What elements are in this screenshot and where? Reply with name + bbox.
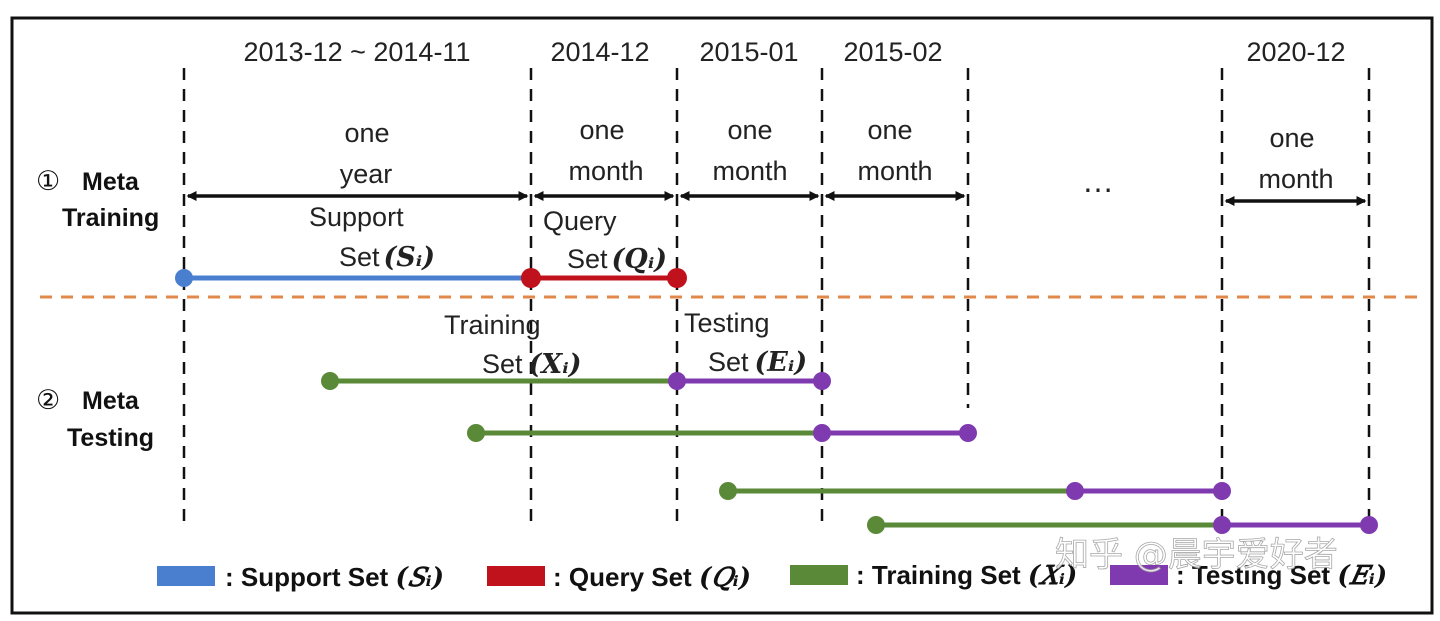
set-annotation-line1: Query [543,206,617,236]
set-annotation-line1: Training [444,310,541,340]
training-set-start-dot [867,516,885,534]
set-annotation-line1: Testing [684,308,770,338]
training-set-start-dot [719,482,737,500]
period-span-labels: one year one month one month one month o… [340,115,1334,194]
legend-label-testing: : Testing Set (𝐸ᵢ) [1176,560,1387,591]
set-annotation-text: Set [482,349,523,379]
span-arrows [186,191,1367,206]
set-annotation-symbol: (𝑺ᵢ) [384,242,436,273]
phase-label-line2: Testing [67,424,154,452]
period-date-labels: 2013-12 ~ 2014-11 2014-12 2015-01 2015-0… [244,37,1346,67]
set-annotation-text: Set [708,347,749,377]
set-annotation-line2: Set(𝑬ᵢ) [708,347,807,378]
legend-label-query: : Query Set (𝑄ᵢ) [553,562,751,593]
set-annotation-line2: Set(𝑸ᵢ) [567,244,667,275]
phase-marker: ① [36,166,60,197]
testing-set-start-dot [668,372,686,390]
set-annotation-symbol: (𝑿ᵢ) [529,349,582,380]
span-label-line2: month [712,156,787,186]
span-label-line1: one [344,118,389,148]
timeline-ellipsis: … [1082,163,1114,199]
period-date-label: 2015-01 [699,37,798,67]
training-set-start-dot [467,424,485,442]
span-label-line1: one [579,115,624,145]
testing-set-end-dot [813,372,831,390]
phase-label-line1: Meta [82,387,140,415]
legend-swatch-query [487,566,545,586]
span-label-line2: month [857,156,932,186]
span-label-line2: month [568,156,643,186]
support-set-start-dot [175,269,193,287]
query-set-start-dot [521,268,541,288]
testing-set-end-dot [1360,516,1378,534]
span-label-line1: one [1269,123,1314,153]
period-date-label: 2020-12 [1246,37,1345,67]
set-annotation-support: Support Set(𝑺ᵢ) [309,202,435,273]
testing-set-start-dot [1213,516,1231,534]
legend-label-symbol: (𝑆ᵢ) [395,563,444,593]
legend-label-training: : Training Set (𝑋ᵢ) [856,560,1077,591]
legend-label-text: : Query Set [553,562,699,592]
phase-marker: ② [36,385,60,416]
legend-label-support: : Support Set (𝑆ᵢ) [225,562,444,593]
set-annotation-line1: Support [309,202,404,232]
legend: : Support Set (𝑆ᵢ) : Query Set (𝑄ᵢ) : Tr… [157,560,1387,593]
set-annotation-symbol: (𝑸ᵢ) [612,244,668,275]
query-set-end-dot [667,268,687,288]
testing-set-end-dot [959,424,977,442]
testing-set-start-dot [1066,482,1084,500]
set-annotation-testing: Testing Set(𝑬ᵢ) [684,308,807,378]
segment-endpoints [175,268,1378,534]
legend-label-symbol: (𝐸ᵢ) [1337,561,1387,591]
set-annotation-text: Set [339,242,380,272]
set-segments [184,275,1369,528]
period-date-label: 2014-12 [550,37,649,67]
legend-label-text: : Support Set [225,562,395,592]
phase-label-meta-testing: ② Meta Testing [36,385,154,452]
legend-swatch-support [157,566,215,586]
training-set-start-dot [321,372,339,390]
legend-label-text: : Training Set [856,560,1028,590]
set-annotation-query: Query Set(𝑸ᵢ) [543,206,667,275]
span-label-line1: one [867,115,912,145]
testing-set-end-dot [1213,482,1231,500]
legend-swatch-testing [1110,565,1168,585]
time-boundaries [182,68,1371,522]
set-annotation-text: Set [567,244,608,274]
set-annotation-symbol: (𝑬ᵢ) [755,347,808,378]
period-date-label: 2013-12 ~ 2014-11 [244,37,471,67]
watermark: 知乎 @晨宇爱好者 [1055,535,1338,575]
phase-label-meta-training: ① Meta Training [36,166,159,232]
phase-label-line1: Meta [82,168,140,196]
set-annotation-line2: Set(𝑿ᵢ) [482,349,582,380]
span-label-line2: year [340,159,393,189]
phase-label-line2: Training [62,204,159,232]
period-date-label: 2015-02 [843,37,942,67]
span-label-line2: month [1258,164,1333,194]
legend-label-symbol: (𝑄ᵢ) [699,563,751,593]
legend-label-text: : Testing Set [1176,560,1337,590]
set-annotation-training: Training Set(𝑿ᵢ) [444,310,582,380]
testing-set-start-dot [813,424,831,442]
figure-frame [10,16,1434,615]
span-label-line1: one [727,115,772,145]
legend-label-symbol: (𝑋ᵢ) [1028,561,1077,591]
legend-swatch-training [790,565,848,585]
set-annotation-line2: Set(𝑺ᵢ) [339,242,435,273]
